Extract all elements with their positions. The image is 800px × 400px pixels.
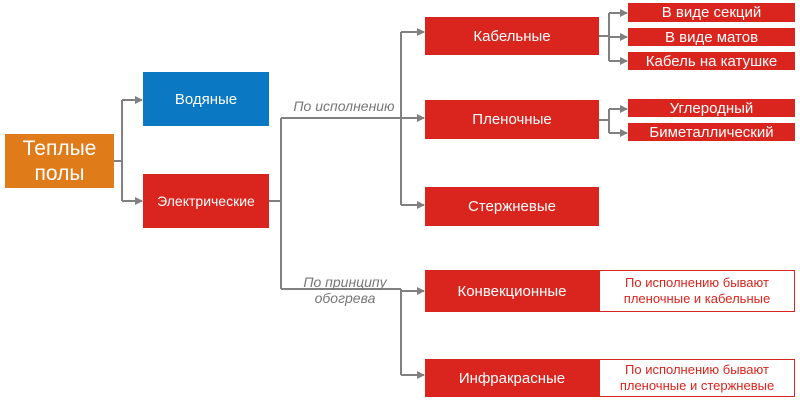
node-infrared: Инфракрасные (425, 359, 599, 397)
root-node-warm-floors: Теплые полы (5, 134, 114, 188)
node-rod: Стержневые (425, 187, 599, 226)
node-cable-sections: В виде секций (628, 3, 795, 22)
node-cable-reel: Кабель на катушке (628, 52, 795, 70)
node-cable: Кабельные (425, 17, 599, 55)
node-electric: Электрические (143, 174, 269, 228)
edge-label-by-principle-line2: обогрева (314, 290, 376, 306)
note-infrared-line2: пленочные и стержневые (619, 378, 775, 393)
node-rod-label: Стержневые (468, 198, 556, 215)
node-infrared-label: Инфракрасные (458, 369, 566, 387)
node-electric-label: Электрические (157, 193, 255, 209)
root-label-line1: Теплые (22, 137, 97, 160)
edge-label-by-execution: По исполнению (293, 98, 395, 114)
node-film-label: Пленочные (472, 111, 552, 128)
node-convection: Конвекционные (425, 270, 599, 312)
node-film: Пленочные (425, 100, 599, 139)
node-convection-label: Конвекционные (457, 282, 567, 300)
node-cable-mats: В виде матов (628, 28, 795, 46)
node-film-bimetal: Биметаллический (628, 123, 795, 141)
note-convection: По исполнению бывают пленочные и кабельн… (599, 270, 795, 312)
note-convection-line1: По исполнению бывают (625, 275, 769, 290)
node-cable-reel-label: Кабель на катушке (645, 52, 778, 70)
edge-label-by-principle-line1: По принципу (303, 274, 387, 290)
node-water: Водяные (143, 72, 269, 126)
node-water-label: Водяные (174, 90, 238, 108)
node-cable-mats-label: В виде матов (664, 28, 759, 46)
node-cable-sections-label: В виде секций (661, 4, 762, 21)
node-film-carbon: Углеродный (628, 99, 795, 117)
node-film-carbon-label: Углеродный (669, 99, 754, 117)
note-infrared-line1: По исполнению бывают (625, 362, 769, 377)
edge-label-by-principle: По принципу обогрева (290, 274, 400, 306)
note-convection-line2: пленочные и кабельные (623, 291, 771, 306)
root-label-line2: полы (34, 162, 85, 185)
node-film-bimetal-label: Биметаллический (649, 123, 774, 141)
note-infrared: По исполнению бывают пленочные и стержне… (599, 359, 795, 397)
node-cable-label: Кабельные (473, 27, 551, 45)
